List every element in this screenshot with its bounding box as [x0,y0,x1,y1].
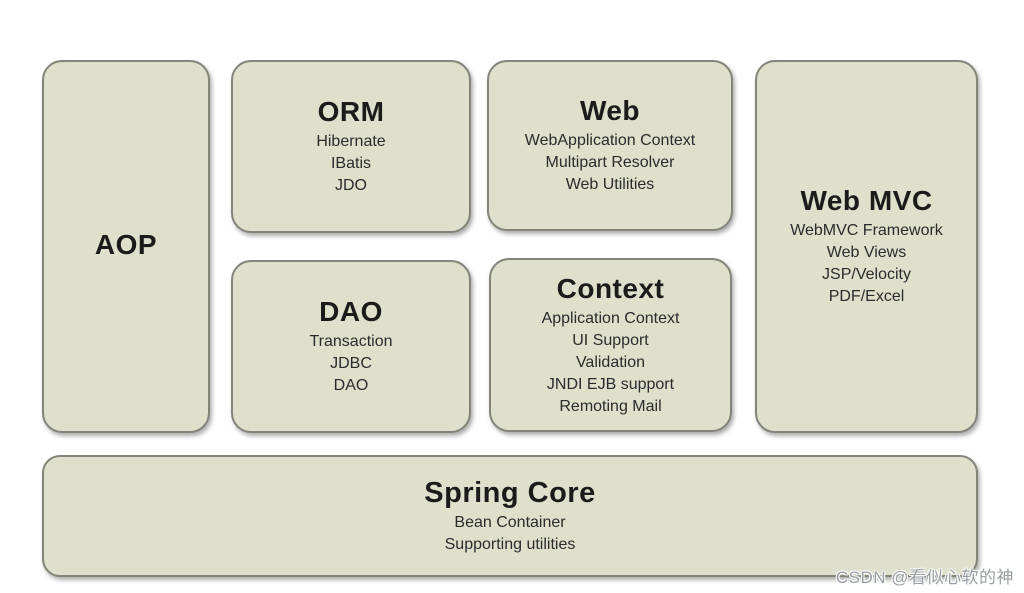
block-item: Transaction [309,333,393,350]
block-title: Context [556,272,665,304]
block-item: Remoting Mail [559,397,662,415]
block-item: Hibernate [316,133,386,150]
block-item: PDF/Excel [828,288,905,305]
block-title: Web [579,95,641,126]
block-item: WebApplication Context [524,132,696,149]
block-item: Web Utilities [565,176,655,193]
block-item: JSP/Velocity [822,266,911,283]
block-item: DAO [333,377,369,394]
block-item: UI Support [572,331,649,349]
block-item: Multipart Resolver [545,154,675,171]
block-title: ORM [317,96,385,127]
block-item: Web Views [826,244,907,261]
block-item: WebMVC Framework [790,222,943,239]
block-item: JDO [335,177,367,194]
block-title: Web MVC [800,185,933,216]
block-item: JDBC [330,355,372,372]
block-item: JNDI EJB support [546,375,675,393]
block-item: Supporting utilities [444,535,576,553]
block-aop: AOP [42,60,210,433]
block-title: DAO [319,296,383,327]
block-title: AOP [94,229,158,260]
block-item: Validation [575,353,646,371]
block-item: IBatis [330,155,371,172]
block-item: Bean Container [454,513,566,531]
block-title: Spring Core [424,476,596,509]
block-item: Application Context [541,309,680,327]
csdn-watermark: CSDN @看似心软的神 [835,568,1014,587]
